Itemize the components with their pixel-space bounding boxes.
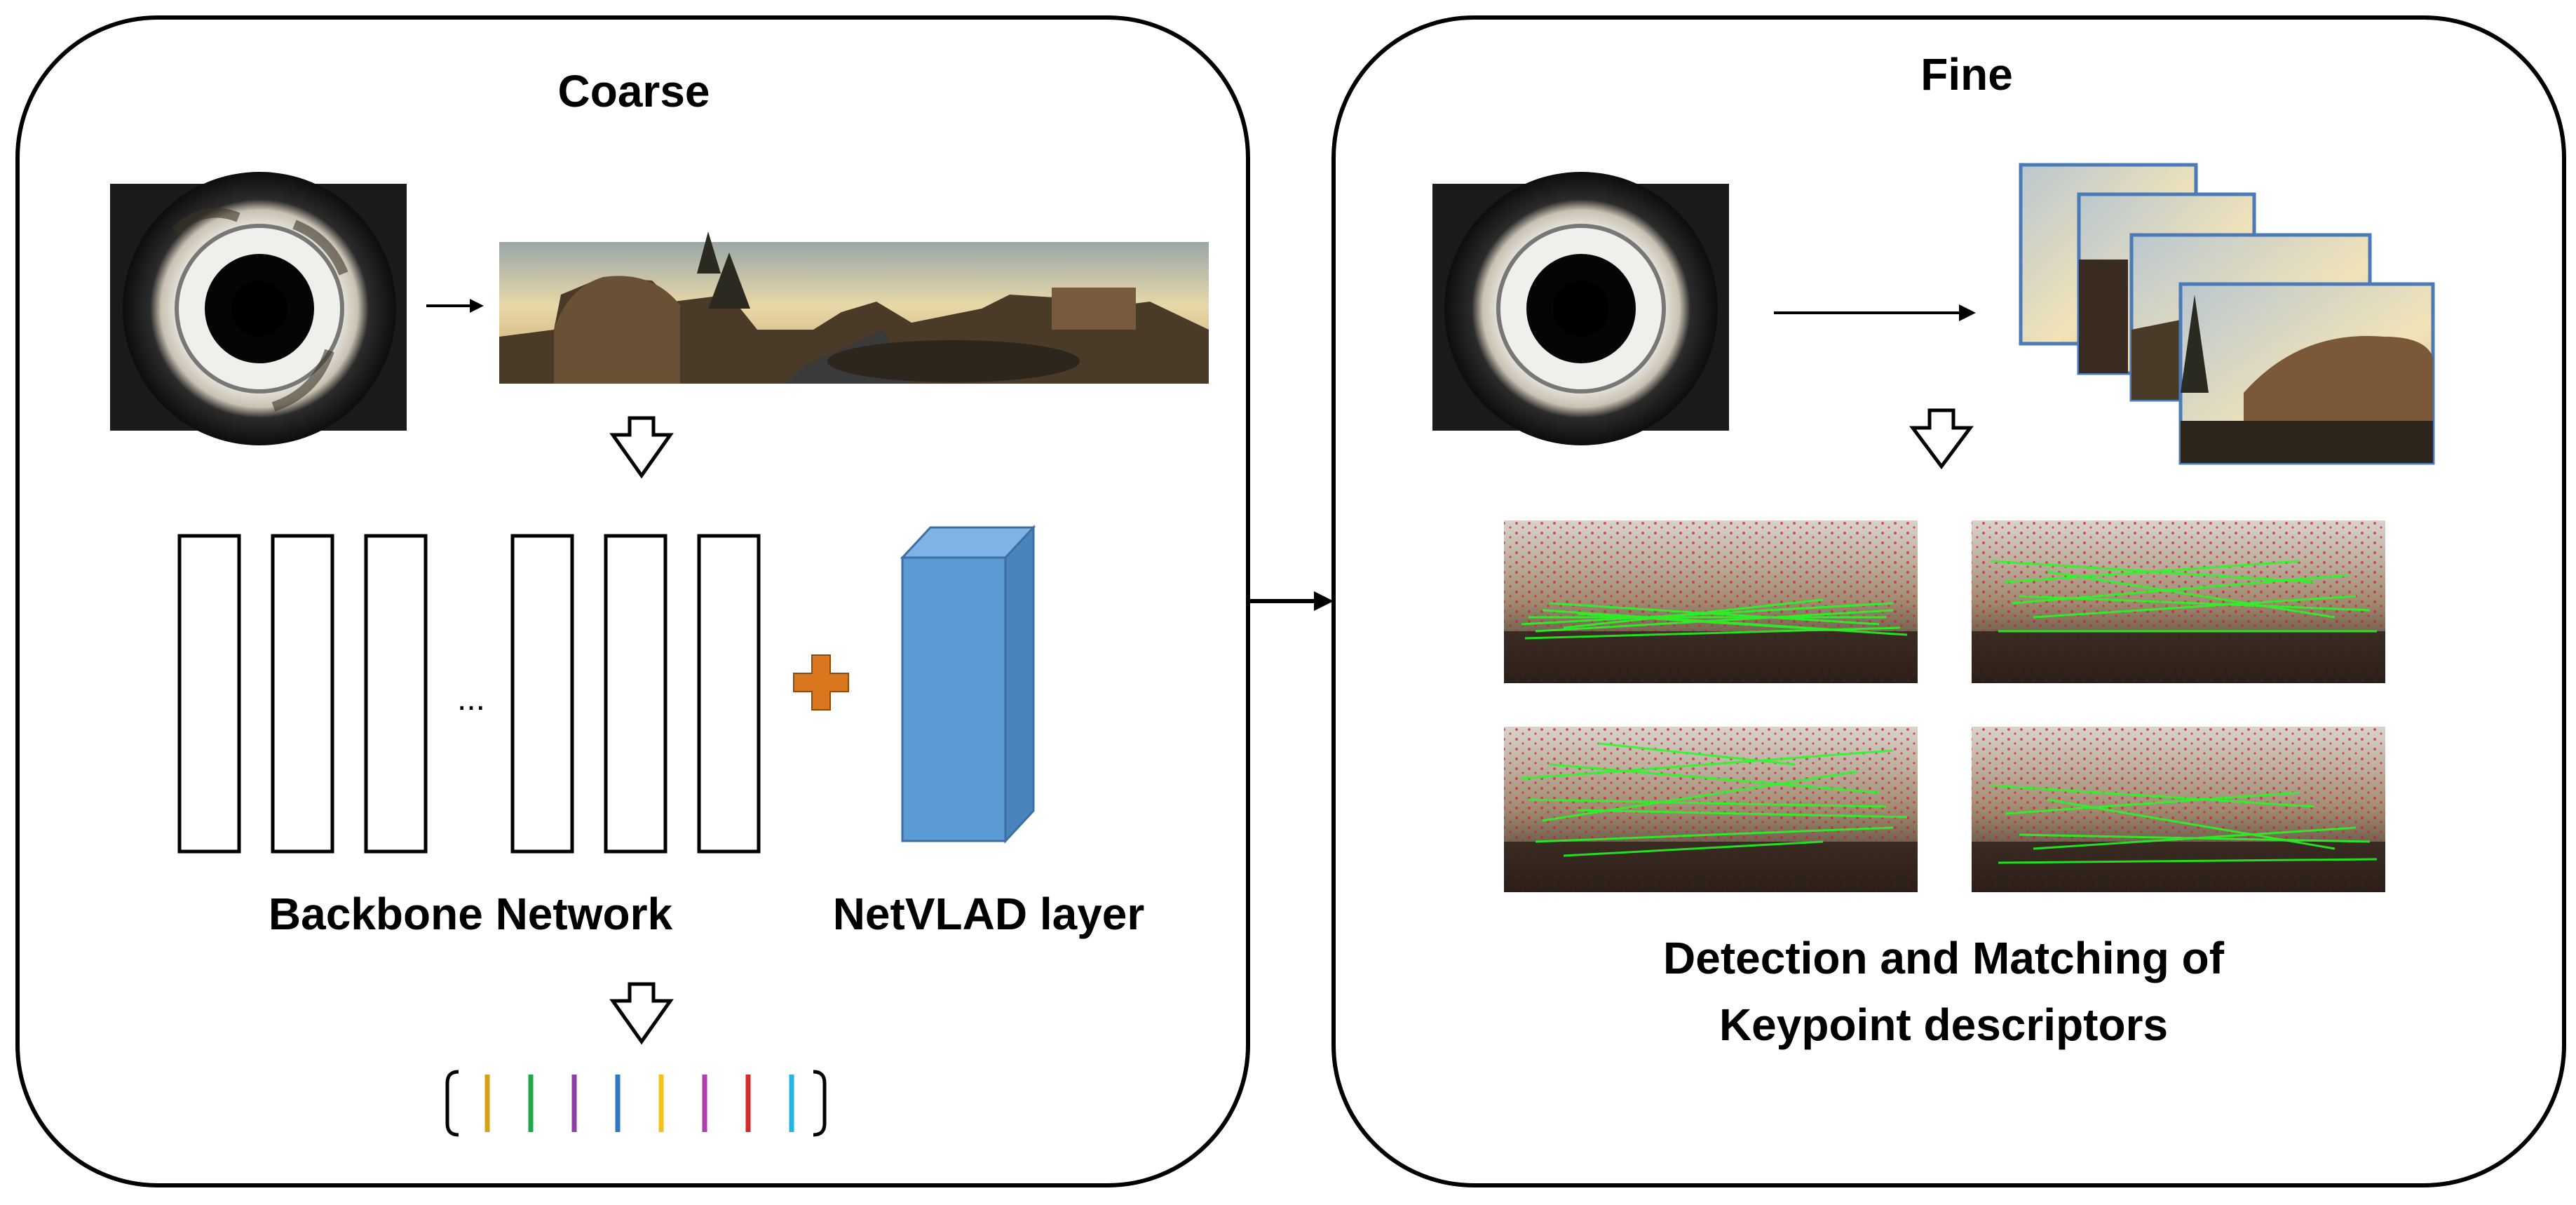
backbone-layer — [364, 534, 428, 854]
backbone-layer — [510, 534, 574, 854]
backbone-layer — [177, 534, 241, 854]
global-descriptor-vector — [445, 1070, 827, 1137]
backbone-ellipsis: ... — [457, 680, 485, 718]
backbone-layer — [604, 534, 667, 854]
coarse-title: Coarse — [558, 66, 710, 116]
arrow-right-icon — [426, 299, 484, 313]
hollow-arrow-down-icon — [609, 982, 674, 1045]
plus-icon — [793, 654, 849, 711]
hollow-arrow-down-icon — [1909, 408, 1974, 470]
backbone-layer — [271, 534, 334, 854]
coarse-panel: Coarse — [15, 15, 1250, 1187]
panorama-image-icon — [499, 231, 1209, 384]
matching-image — [1972, 520, 2385, 683]
descriptor-bars — [484, 1075, 794, 1132]
fisheye-image-icon — [110, 172, 407, 445]
backbone-network-label: Backbone Network — [269, 889, 673, 939]
netvlad-layer-label: NetVLAD layer — [833, 889, 1145, 939]
keypoint-matching-images — [1504, 520, 2385, 892]
backbone-layer — [697, 534, 761, 854]
fine-panel-frame — [1331, 15, 2566, 1187]
perspective-images-stack — [2019, 163, 2435, 465]
matching-image — [1972, 727, 2385, 892]
hollow-arrow-down-icon — [609, 416, 674, 479]
fisheye-image-icon — [1432, 172, 1729, 445]
detection-matching-label-line1: Detection and Matching of — [1663, 933, 2225, 983]
detection-matching-label-line2: Keypoint descriptors — [1719, 999, 2168, 1050]
fine-panel: Fine — [1331, 15, 2566, 1187]
fine-title: Fine — [1920, 49, 2013, 100]
arrow-right-icon — [1774, 304, 1976, 321]
backbone-network-blocks — [177, 534, 761, 854]
netvlad-layer-block — [900, 525, 1036, 844]
coarse-to-fine-arrow — [1248, 591, 1334, 611]
matching-image — [1504, 520, 1918, 683]
matching-image — [1504, 727, 1918, 892]
